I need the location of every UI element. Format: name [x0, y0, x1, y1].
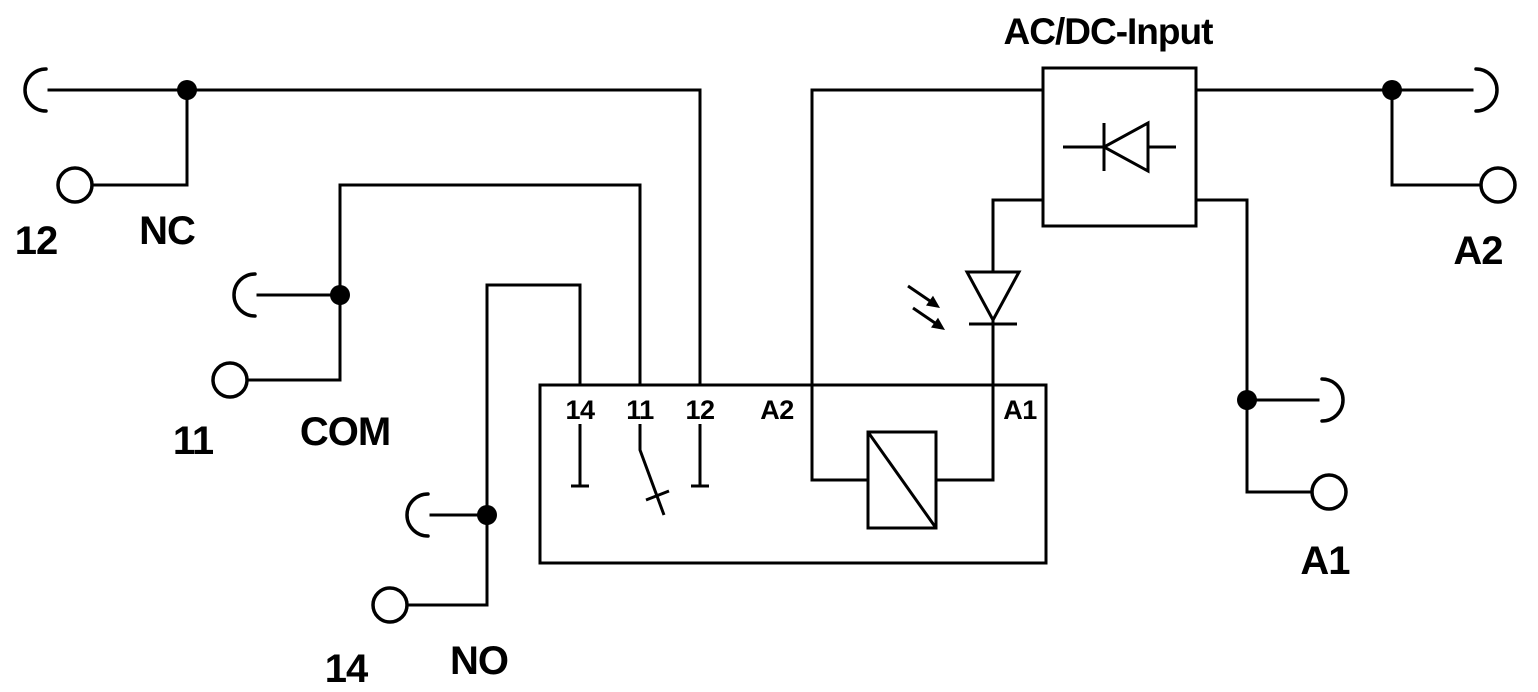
led-triangle — [964, 270, 1022, 324]
nc-contact-circuit: 12 NC — [15, 67, 702, 387]
coil-diagonal — [866, 431, 938, 529]
contact-blade-11 — [638, 424, 666, 516]
led-indicator-branch — [907, 198, 1045, 387]
contact-blade-tick — [645, 489, 670, 502]
junction-dot-com — [330, 285, 350, 305]
relay-pin-label-12: 12 — [685, 395, 714, 425]
relay-pin-label-a2: A2 — [760, 395, 794, 425]
screw-terminal-circle-a2 — [1479, 166, 1517, 204]
wire-block-to-a1 — [1194, 198, 1249, 494]
wire-no-to-relay-pin-14 — [485, 283, 582, 607]
screw-terminal-circle-14 — [371, 586, 409, 624]
label-a2: A2 — [1453, 229, 1502, 273]
plug-terminal-arc-a2 — [1474, 67, 1499, 113]
screw-terminal-circle-12 — [56, 166, 94, 204]
plug-terminal-arc-14 — [405, 492, 430, 538]
led-arrow-head-1 — [926, 295, 940, 308]
ac-dc-input-block: AC/DC-Input — [1004, 11, 1214, 228]
junction-dot-a2 — [1382, 80, 1402, 100]
rectifier-diode-symbol — [1063, 120, 1176, 174]
ac-dc-input-outline — [1041, 66, 1198, 228]
junction-dot-nc — [177, 80, 197, 100]
diode-triangle — [1100, 120, 1150, 174]
relay-pin-label-11: 11 — [626, 395, 654, 425]
wire-nc-to-relay-pin-12 — [47, 88, 702, 387]
wire-block-to-led — [991, 198, 1045, 272]
changeover-contact-symbol — [571, 424, 709, 516]
led-light-arrows-icon — [907, 284, 945, 330]
led-arrow-shaft-1 — [907, 284, 931, 303]
wire-a2-branch — [1390, 88, 1482, 187]
led-arrow-shaft-2 — [912, 306, 936, 325]
label-no: NO — [450, 639, 508, 683]
no-contact-circuit: 14 NO — [325, 283, 582, 691]
relay-pin-label-a1: A1 — [1003, 395, 1037, 425]
junction-dot-no — [477, 505, 497, 525]
label-terminal-11: 11 — [173, 419, 214, 463]
label-terminal-14: 14 — [325, 647, 369, 691]
label-com: COM — [300, 410, 390, 454]
wire-com-to-relay-pin-11 — [338, 183, 642, 387]
label-nc: NC — [139, 209, 195, 253]
screw-terminal-circle-a1 — [1310, 473, 1348, 511]
relay-pin-label-14: 14 — [565, 395, 595, 425]
plug-terminal-arc-11 — [232, 272, 257, 318]
label-ac-dc-input: AC/DC-Input — [1004, 11, 1214, 52]
a2-supply-terminal: A2 — [1194, 67, 1517, 273]
coil-wire-a1 — [934, 383, 995, 482]
wire-a2-riser — [810, 88, 1045, 387]
relay-body: 14 11 12 A2 A1 — [538, 383, 1048, 565]
led-arrow-head-2 — [931, 317, 945, 330]
junction-dot-a1 — [1237, 390, 1257, 410]
screw-terminal-circle-11 — [211, 361, 249, 399]
label-a1: A1 — [1300, 539, 1350, 583]
coil-wire-a2 — [810, 383, 870, 482]
plug-terminal-arc-a1 — [1320, 377, 1345, 423]
relay-body-outline — [538, 383, 1048, 565]
plug-terminal-arc-12 — [23, 67, 48, 113]
relay-coil-symbol — [810, 383, 995, 530]
a1-supply-terminal: A1 — [1194, 198, 1351, 583]
wire-nc-branch — [91, 88, 189, 187]
com-contact-circuit: 11 COM — [173, 183, 642, 463]
label-terminal-12: 12 — [15, 219, 58, 263]
